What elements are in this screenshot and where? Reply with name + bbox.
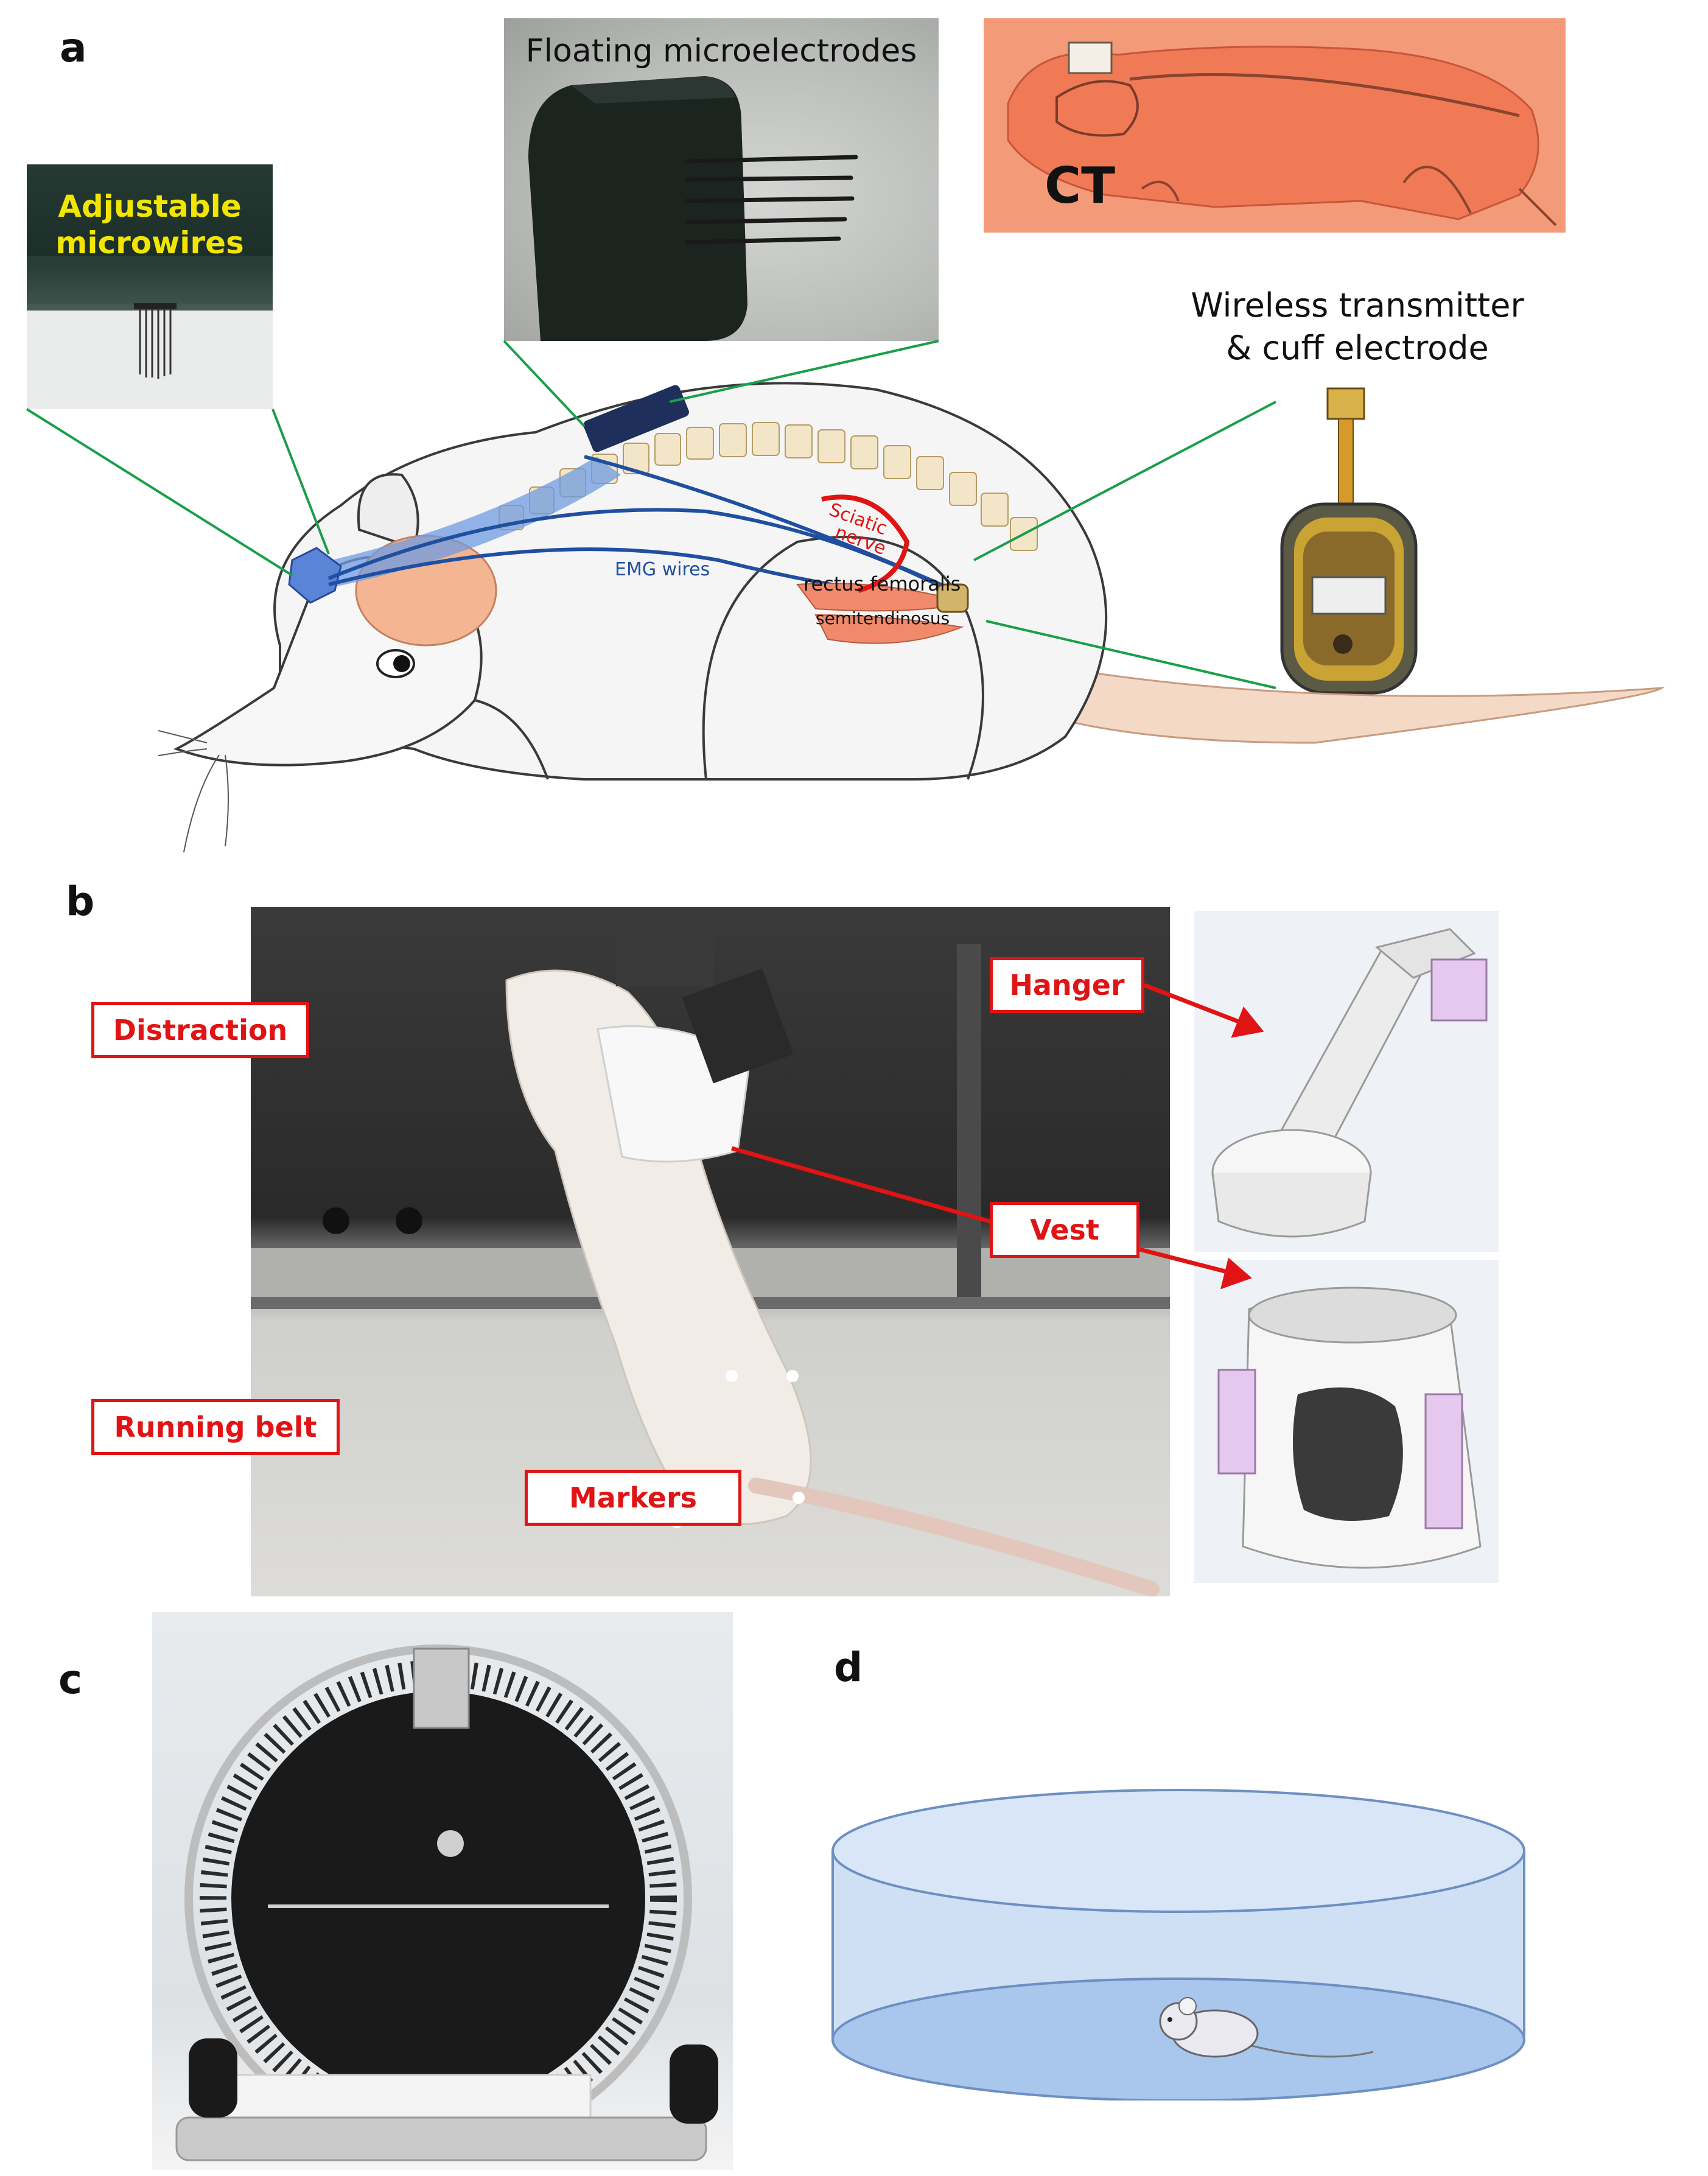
floating-label: Floating microelectrodes [525,33,917,69]
adjustable-microwires-photo: Adjustable microwires [27,164,273,409]
hanger-cad-image [1194,911,1499,1252]
adjustable-label-line1: Adjustable [58,189,242,224]
wireless-label-line1: Wireless transmitter [1191,286,1524,325]
distraction-label: Distraction [91,1002,309,1058]
emg-wires-label: EMG wires [615,559,710,580]
wireless-transmitter-photo [1280,387,1418,695]
adjustable-label-line2: microwires [55,225,244,261]
panel-c-letter: c [58,1656,83,1703]
rectus-femoralis-label: rectus femoralis [803,572,961,595]
markers-label: Markers [525,1470,741,1526]
rat-illustration: EMG wires Sciatic nerve rectus femoralis… [158,382,1665,852]
running-belt-label: Running belt [91,1399,340,1455]
water-pool-diagram [831,1789,1525,2101]
panel-a-letter: a [60,24,87,71]
mouse-icon [1159,1997,1374,2058]
ct-scan-photo: CT [984,18,1566,233]
wireless-label-line2: & cuff electrode [1226,329,1489,367]
panel-d-letter: d [834,1644,863,1691]
leader-lines [26,340,1276,689]
panel-b-letter: b [66,878,95,925]
semitendinosus-label: semitendinosus [816,608,950,628]
ct-label: CT [1045,157,1116,215]
floating-microelectrodes-photo: Floating microelectrodes [504,18,939,341]
running-wheel-photo [152,1612,733,2170]
vest-cad-image [1194,1260,1499,1583]
vest-label: Vest [990,1202,1139,1258]
hanger-label: Hanger [990,957,1144,1013]
